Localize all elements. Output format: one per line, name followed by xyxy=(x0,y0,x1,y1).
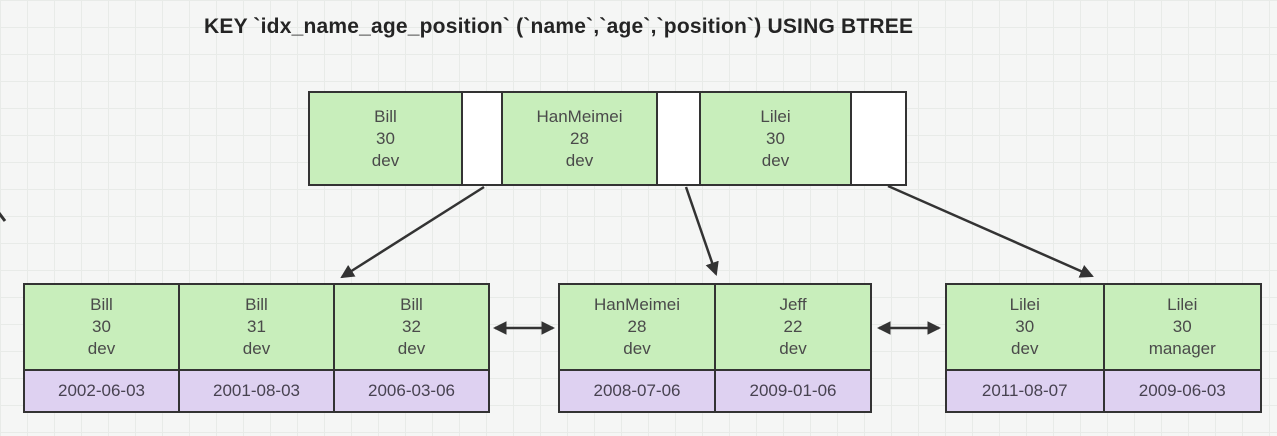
entry-position: dev xyxy=(1011,339,1039,358)
entry-name: Lilei xyxy=(760,106,791,126)
entry-name: Bill xyxy=(245,295,268,314)
leaf-node-right: Lilei 30 dev 2011-08-07 Lilei 30 manager… xyxy=(945,283,1262,413)
leaf-key-cell: Lilei 30 dev xyxy=(947,285,1103,371)
leaf-date-cell: 2009-06-03 xyxy=(1104,371,1260,411)
entry-name: Jeff xyxy=(779,295,807,314)
entry-name: Lilei xyxy=(1009,295,1040,314)
root-key-cell-bill: Bill 30 dev xyxy=(310,93,463,184)
pointer-gap-3 xyxy=(852,93,905,184)
entry-name: HanMeimei xyxy=(536,106,623,126)
leaf-entry: Lilei 30 dev 2011-08-07 xyxy=(947,285,1103,411)
leaf-node-middle: HanMeimei 28 dev 2008-07-06 Jeff 22 dev … xyxy=(558,283,872,413)
leaf-entry: Jeff 22 dev 2009-01-06 xyxy=(714,285,870,411)
leaf-entry: Bill 30 dev 2002-06-03 xyxy=(25,285,178,411)
leaf-date-cell: 2008-07-06 xyxy=(560,371,714,411)
entry-position: dev xyxy=(779,339,807,358)
leaf-date-cell: 2001-08-03 xyxy=(180,371,333,411)
diagram-title: KEY `idx_name_age_position` (`name`,`age… xyxy=(204,15,914,38)
root-key-cell-lilei: Lilei 30 dev xyxy=(699,93,852,184)
leaf-entry: Bill 32 dev 2006-03-06 xyxy=(333,285,488,411)
leaf-entry: HanMeimei 28 dev 2008-07-06 xyxy=(560,285,714,411)
entry-position: dev xyxy=(87,339,116,358)
leaf-key-cell: Bill 31 dev xyxy=(180,285,333,371)
entry-name: Bill xyxy=(400,295,423,314)
entry-position: manager xyxy=(1148,339,1216,358)
entry-age: 30 xyxy=(766,128,785,148)
leaf-entry: Bill 31 dev 2001-08-03 xyxy=(178,285,333,411)
entry-age: 30 xyxy=(1015,317,1035,336)
root-to-middle-leaf-arrow xyxy=(684,186,719,276)
entry-position: dev xyxy=(242,339,271,358)
pointer-gap-1 xyxy=(463,93,501,184)
entry-age: 22 xyxy=(783,317,803,336)
leaf-entry: Lilei 30 manager 2009-06-03 xyxy=(1102,285,1260,411)
entry-age: 30 xyxy=(1172,317,1192,336)
entry-name: Lilei xyxy=(1167,295,1198,314)
entry-age: 31 xyxy=(247,317,266,336)
leaf-key-cell: Lilei 30 manager xyxy=(1104,285,1260,371)
entry-name: Bill xyxy=(90,295,113,314)
entry-position: dev xyxy=(761,150,790,170)
leaf-date-cell: 2009-01-06 xyxy=(716,371,870,411)
entry-age: 30 xyxy=(376,128,395,148)
entry-age: 32 xyxy=(402,317,421,336)
left-edge-mark xyxy=(0,212,7,222)
leaf-key-cell: Bill 30 dev xyxy=(25,285,178,371)
leaf-key-cell: Bill 32 dev xyxy=(335,285,488,371)
entry-name: HanMeimei xyxy=(594,295,680,314)
entry-age: 30 xyxy=(92,317,111,336)
entry-position: dev xyxy=(397,339,426,358)
leaf-date-cell: 2011-08-07 xyxy=(947,371,1103,411)
entry-age: 28 xyxy=(627,317,647,336)
entry-position: dev xyxy=(623,339,651,358)
root-key-cell-hanmeimei: HanMeimei 28 dev xyxy=(501,93,658,184)
entry-age: 28 xyxy=(570,128,589,148)
entry-name: Bill xyxy=(374,106,397,126)
leaf-date-cell: 2002-06-03 xyxy=(25,371,178,411)
leaf-key-cell: HanMeimei 28 dev xyxy=(560,285,714,371)
leaf-date-cell: 2006-03-06 xyxy=(335,371,488,411)
root-to-left-leaf-arrow xyxy=(340,185,485,279)
root-to-right-leaf-arrow xyxy=(887,184,1094,278)
pointer-gap-2 xyxy=(658,93,699,184)
root-node: Bill 30 dev HanMeimei 28 dev Lilei 30 de… xyxy=(308,91,907,186)
leaf-key-cell: Jeff 22 dev xyxy=(716,285,870,371)
entry-position: dev xyxy=(565,150,594,170)
leaf-node-left: Bill 30 dev 2002-06-03 Bill 31 dev 2001-… xyxy=(23,283,490,413)
entry-position: dev xyxy=(371,150,400,170)
